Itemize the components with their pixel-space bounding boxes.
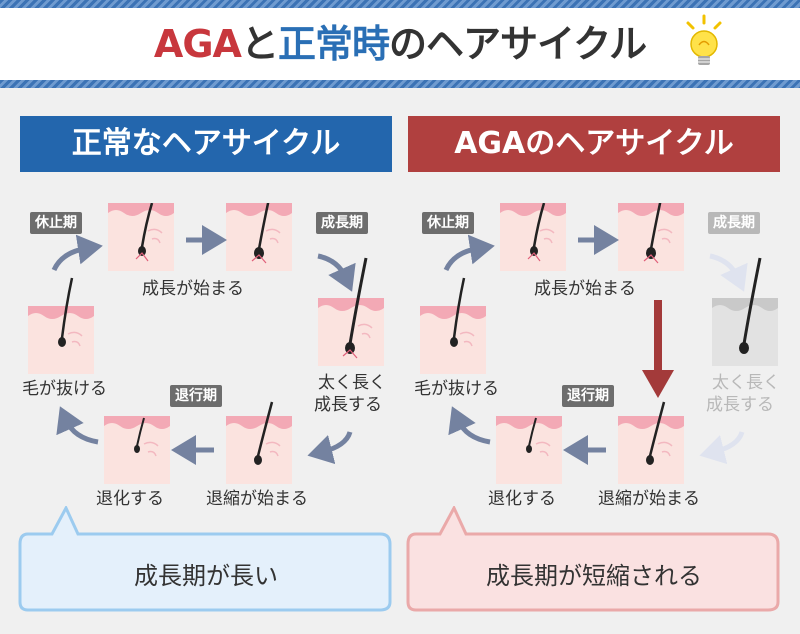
normal-bubble bbox=[18, 506, 392, 612]
caption-hair-fall-aga: 毛が抜ける bbox=[414, 379, 499, 399]
caption-thick-long-2: 成長する bbox=[314, 395, 382, 415]
title-hair-cycle: のヘアサイクル bbox=[388, 22, 647, 66]
arrow-fall-to-start bbox=[51, 234, 103, 272]
label-growth-phase: 成長期 bbox=[316, 212, 368, 234]
follicle-start-aga bbox=[500, 203, 566, 271]
arrow-regress-to-fall bbox=[56, 406, 99, 445]
title-normal: 正常時 bbox=[277, 22, 390, 66]
arrow-growth-to-shrink-aga-faded bbox=[699, 431, 745, 465]
top-stripe bbox=[0, 0, 800, 8]
follicle-shedding-aga bbox=[420, 277, 486, 374]
caption-thick-long-1: 太く長く bbox=[318, 373, 386, 393]
arrow-growth-to-shrink bbox=[307, 431, 353, 465]
title-aga: AGA bbox=[153, 22, 242, 66]
follicle-shrinking-aga bbox=[618, 401, 684, 484]
arrow-regress-to-fall-aga bbox=[448, 406, 491, 445]
caption-shrink-start-aga: 退縮が始まる bbox=[598, 489, 700, 509]
arrow-fall-to-start-aga bbox=[443, 234, 495, 272]
follicle-shedding bbox=[28, 277, 94, 374]
caption-growth-start-aga: 成長が始まる bbox=[534, 279, 636, 299]
follicle-growth bbox=[318, 257, 384, 366]
lightbulb-icon bbox=[680, 14, 728, 74]
arrow-early-to-growth bbox=[317, 253, 356, 292]
follicle-start bbox=[108, 203, 174, 271]
page-title: AGAと正常時のヘアサイクル bbox=[0, 14, 800, 74]
follicle-early-growth-aga bbox=[618, 203, 684, 271]
label-rest-phase: 休止期 bbox=[30, 212, 82, 234]
aga-bubble-text: 成長期が短縮される bbox=[486, 562, 702, 590]
caption-shrink-start: 退縮が始まる bbox=[206, 489, 308, 509]
caption-regress-aga: 退化する bbox=[488, 489, 556, 509]
caption-thick-long-1-aga: 太く長く bbox=[712, 373, 780, 393]
label-rest-phase-aga: 休止期 bbox=[422, 212, 474, 234]
follicle-regressed-aga bbox=[496, 416, 562, 484]
label-growth-phase-aga: 成長期 bbox=[708, 212, 760, 234]
caption-hair-fall: 毛が抜ける bbox=[22, 379, 107, 399]
normal-cycle-header: 正常なヘアサイクル bbox=[20, 116, 392, 172]
right-cycle-arrows bbox=[443, 225, 748, 465]
aga-bubble bbox=[406, 506, 780, 612]
caption-growth-start: 成長が始まる bbox=[142, 279, 244, 299]
aga-cycle-header: AGAのヘアサイクル bbox=[408, 116, 780, 172]
label-regression-phase: 退行期 bbox=[170, 385, 222, 407]
follicle-growth-aga-skipped bbox=[712, 257, 778, 366]
title-to: と bbox=[240, 22, 279, 66]
follicle-regressed bbox=[104, 416, 170, 484]
follicle-shrinking bbox=[226, 401, 292, 484]
follicle-early-growth bbox=[226, 203, 292, 271]
title-bottom-stripe bbox=[0, 80, 800, 88]
normal-bubble-text: 成長期が長い bbox=[134, 562, 278, 590]
caption-regress: 退化する bbox=[96, 489, 164, 509]
label-regression-phase-aga: 退行期 bbox=[562, 385, 614, 407]
left-cycle-arrows bbox=[51, 225, 356, 465]
arrow-early-to-growth-aga-faded bbox=[709, 253, 748, 292]
caption-thick-long-2-aga: 成長する bbox=[706, 395, 774, 415]
